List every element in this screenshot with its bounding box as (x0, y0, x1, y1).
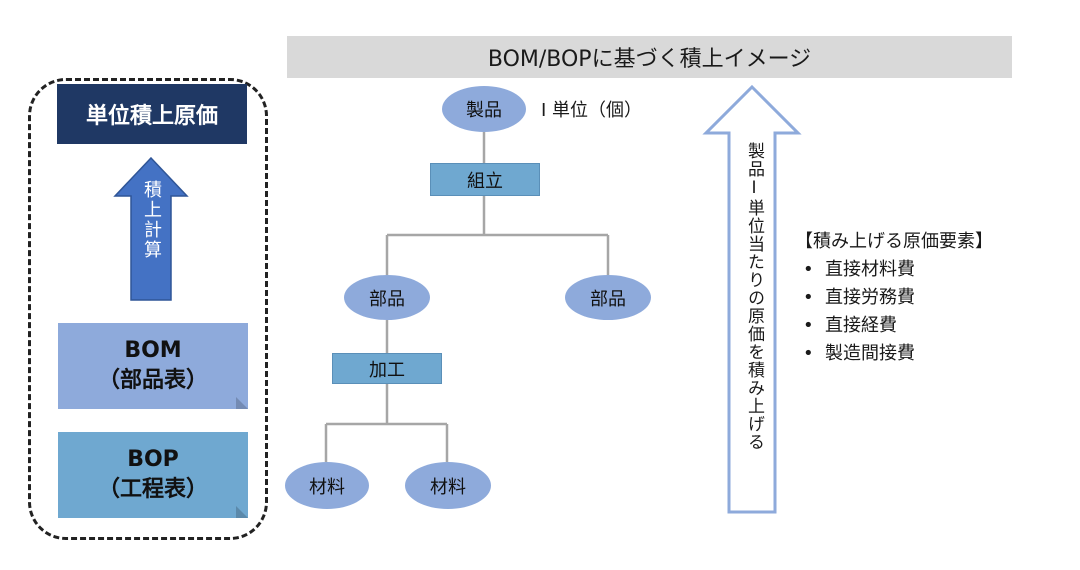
part-node-right: 部品 (565, 275, 651, 320)
page-fold-icon (236, 506, 248, 518)
list-item-label: 直接材料費 (825, 259, 915, 280)
bullet-icon: • (803, 259, 814, 280)
material-node-left: 材料 (285, 462, 369, 509)
product-node: 製品 (442, 86, 526, 132)
list-item: • 直接経費 (795, 312, 993, 340)
unit-cost-box: 単位積上原価 (57, 84, 247, 144)
bullet-icon: • (803, 287, 814, 308)
bom-subtitle: （部品表） (97, 368, 208, 393)
assembly-node: 組立 (430, 163, 540, 196)
material-node-right: 材料 (405, 462, 491, 509)
list-item: • 製造間接費 (795, 340, 993, 368)
list-item: • 直接労務費 (795, 284, 993, 312)
page-fold-icon (236, 397, 248, 409)
list-item: • 直接材料費 (795, 256, 993, 284)
list-item-label: 直接経費 (825, 315, 897, 336)
accumulate-arrow-label: 製品I単位当たりの原価を積み上げる (744, 142, 764, 451)
accumulate-arrow-icon (702, 84, 802, 514)
bom-title: BOM (124, 338, 182, 363)
part-node-left: 部品 (344, 275, 430, 320)
left-panel-frame (28, 78, 268, 540)
processing-node: 加工 (332, 353, 442, 384)
list-item-label: 製造間接費 (825, 343, 915, 364)
bop-box: BOP （工程表） (58, 432, 248, 518)
unit-note: I 単位（個） (541, 100, 643, 121)
bullet-icon: • (803, 343, 814, 364)
stack-calc-arrow-icon (113, 156, 189, 301)
stack-calc-label: 積上計算 (141, 180, 162, 260)
cost-elements-heading: 【積み上げる原価要素】 (795, 231, 993, 252)
bop-subtitle: （工程表） (97, 477, 208, 502)
cost-elements-panel: 【積み上げる原価要素】 • 直接材料費 • 直接労務費 • 直接経費 • 製造間接費 (795, 228, 993, 368)
list-item-label: 直接労務費 (825, 287, 915, 308)
cost-elements-list: • 直接材料費 • 直接労務費 • 直接経費 • 製造間接費 (795, 256, 993, 368)
bullet-icon: • (803, 315, 814, 336)
bop-title: BOP (127, 447, 179, 472)
diagram-title: BOM/BOPに基づく積上イメージ (287, 36, 1012, 78)
bom-box: BOM （部品表） (58, 323, 248, 409)
